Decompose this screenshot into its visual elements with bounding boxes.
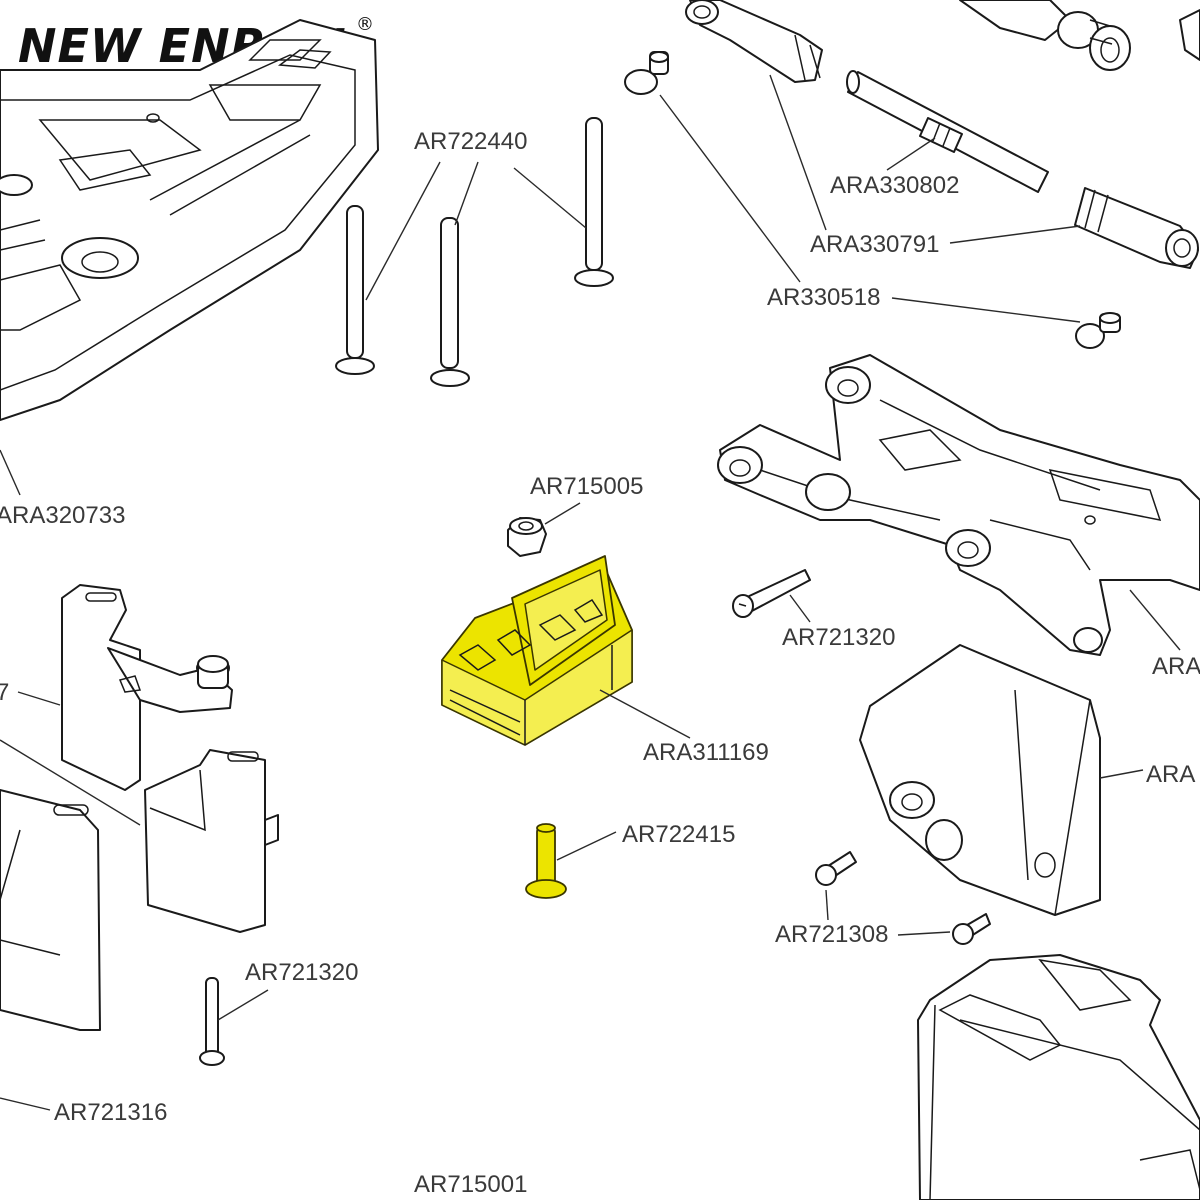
leader-ar721308-a: [825, 889, 829, 921]
left-mount-lower: [144, 749, 279, 933]
bottom-right-mount: [917, 954, 1200, 1200]
suspension-arm: [717, 354, 1200, 656]
label-ara311169: ARA311169: [643, 739, 769, 766]
leader-left-diagonal: [0, 739, 141, 826]
label-ara330802: ARA330802: [830, 172, 959, 199]
leader-cut-7: [17, 691, 61, 706]
leader-ar721320-right: [789, 594, 811, 623]
rod-end: [1074, 187, 1199, 269]
leader-ara311169: [599, 689, 691, 739]
label-ar721308: AR721308: [775, 921, 888, 948]
leader-ara330802: [886, 137, 936, 171]
chassis-part: [0, 19, 379, 421]
leader-ar715005: [544, 502, 581, 525]
shock-part-top: [959, 0, 1131, 71]
highlighted-screw: [525, 823, 567, 899]
lock-nut: [507, 517, 547, 557]
label-ara-cut-1: ARA: [1152, 653, 1200, 680]
label-ar715001: AR715001: [414, 1171, 527, 1198]
label-ar722440: AR722440: [414, 128, 527, 155]
leader-ara330791-a: [769, 74, 827, 231]
label-ar715005: AR715005: [530, 473, 643, 500]
registered-mark: ®: [356, 14, 374, 35]
ball-stud-top: [624, 51, 669, 95]
label-ar330518: AR330518: [767, 284, 880, 311]
skid-plate: [859, 644, 1101, 916]
leader-ara320733: [0, 449, 21, 496]
screw-ar721320-left: [199, 977, 225, 1066]
leader-ar722440-c: [513, 167, 587, 229]
screw-ar721308-b: [952, 913, 991, 945]
label-ara330791: ARA330791: [810, 231, 939, 258]
label-ara320733: ARA320733: [0, 502, 125, 529]
ball-stud-right: [1075, 312, 1121, 349]
label-ar722415: AR722415: [622, 821, 735, 848]
top-right-fragment: [1179, 9, 1200, 61]
leader-ar721308-b: [897, 931, 951, 936]
leader-ar721320-left: [217, 989, 269, 1021]
hinge-pin-1: [335, 205, 375, 375]
leader-ara-cut-1: [1129, 589, 1181, 651]
leader-ara-cut-2: [1099, 769, 1144, 779]
leader-ar722415: [556, 831, 617, 861]
hinge-pin-3: [574, 117, 614, 287]
leader-ar722440-a: [365, 161, 441, 301]
left-mount-upper: [61, 584, 233, 791]
label-ara-cut-2: ARA: [1146, 761, 1195, 788]
left-body-panel: [0, 789, 101, 1031]
label-ar721316: AR721316: [54, 1099, 167, 1126]
leader-ar721316: [0, 1097, 51, 1111]
highlighted-bracket: [441, 555, 633, 746]
label-ar721320-left: AR721320: [245, 959, 358, 986]
leader-ar330518-b: [891, 297, 1081, 323]
leader-ar722440-b: [454, 161, 479, 226]
leader-ara330791-b: [949, 225, 1081, 244]
screw-ar721308-a: [815, 851, 857, 886]
label-ar721320-right: AR721320: [782, 624, 895, 651]
turnbuckle-rod: [846, 70, 1049, 193]
hinge-pin-2: [430, 217, 470, 387]
screw-ar721320-right: [732, 569, 811, 618]
turnbuckle-end-top: [685, 0, 823, 83]
label-cut-7: 7: [0, 679, 9, 706]
leader-ar330518-a: [659, 94, 801, 283]
